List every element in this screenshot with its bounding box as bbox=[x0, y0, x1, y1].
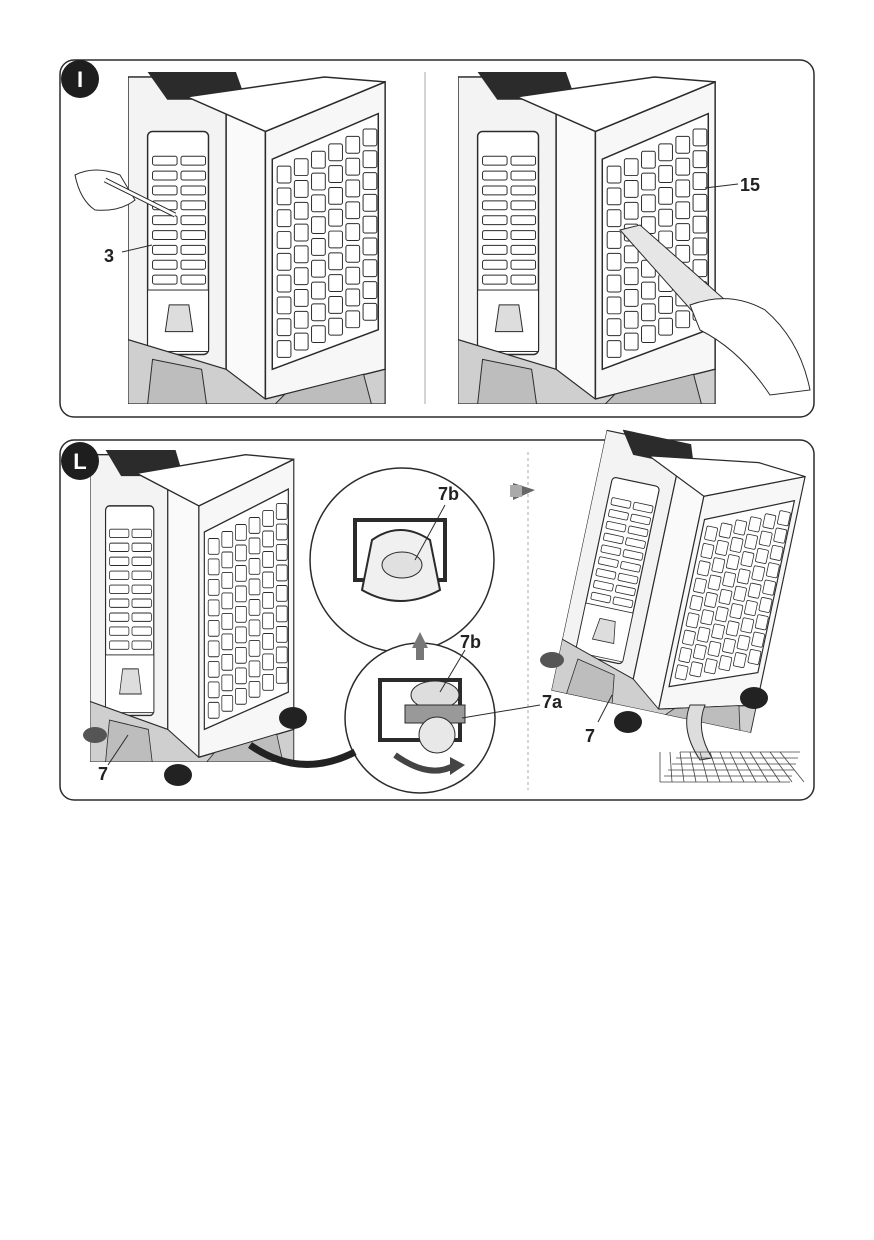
grate-line bbox=[759, 751, 781, 783]
leader-line bbox=[704, 183, 739, 189]
grate-line bbox=[749, 751, 769, 783]
leader-line bbox=[107, 734, 129, 766]
label-3: 3 bbox=[104, 246, 114, 266]
label-7-right: 7 bbox=[585, 726, 595, 746]
cooler-front-view bbox=[90, 411, 294, 762]
label-7b-top: 7b bbox=[438, 484, 459, 504]
leader-line bbox=[121, 244, 153, 253]
drain-hole bbox=[381, 551, 423, 579]
hand-brush-icon bbox=[74, 169, 177, 218]
panel-i: 3 15 I bbox=[59, 31, 815, 418]
grate-line bbox=[729, 751, 745, 783]
badge-i: I bbox=[77, 67, 83, 92]
leader-line bbox=[439, 649, 466, 693]
grate-line bbox=[699, 751, 709, 783]
grate-line bbox=[779, 751, 805, 783]
drain-grate bbox=[659, 751, 805, 783]
cooler-rear-view bbox=[128, 31, 385, 404]
leader-line bbox=[461, 704, 541, 719]
hand-vacuum-icon bbox=[619, 224, 811, 396]
badge-l: L bbox=[73, 449, 86, 474]
grate-line bbox=[709, 751, 721, 783]
grate-line bbox=[719, 751, 733, 783]
grate-line bbox=[769, 751, 793, 783]
panel-l: 7b 7b 7a 7 7 L bbox=[59, 393, 815, 801]
arrow-up-icon bbox=[412, 632, 428, 660]
badge-circle bbox=[61, 60, 99, 98]
grate-line bbox=[689, 751, 697, 783]
leader-line bbox=[414, 504, 446, 561]
grate-line bbox=[679, 751, 685, 783]
label-7-left: 7 bbox=[98, 764, 108, 784]
badge-circle bbox=[61, 442, 99, 480]
cap-knob bbox=[418, 716, 456, 754]
label-7b-bottom: 7b bbox=[460, 632, 481, 652]
leader-line bbox=[597, 694, 613, 723]
label-7a: 7a bbox=[542, 692, 563, 712]
grate-line bbox=[669, 751, 673, 783]
grate-line bbox=[739, 751, 757, 783]
label-15: 15 bbox=[740, 175, 760, 195]
cooler-side-view bbox=[458, 31, 715, 404]
curve-arrow-icon bbox=[247, 742, 357, 768]
wheels bbox=[540, 652, 768, 733]
wheels bbox=[83, 707, 307, 786]
